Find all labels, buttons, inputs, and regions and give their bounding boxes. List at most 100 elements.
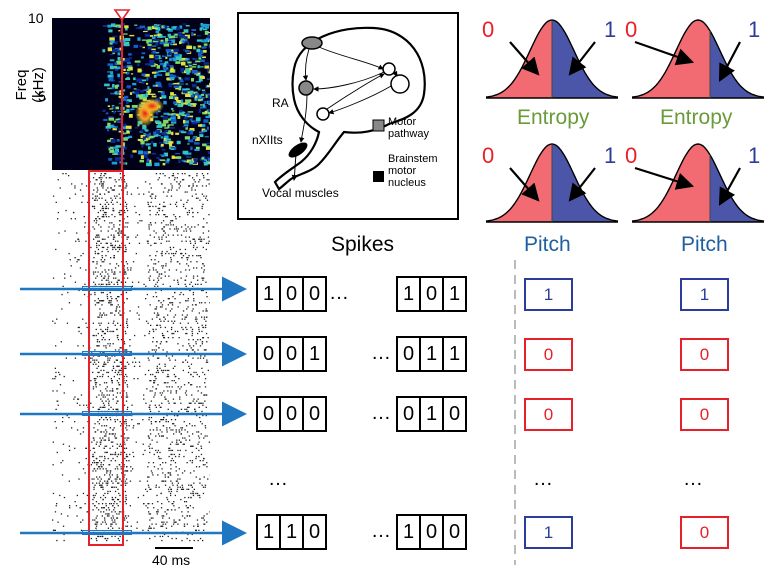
- spike-dot: [116, 388, 118, 390]
- spike-dot: [95, 525, 98, 527]
- spike-dot: [52, 492, 55, 495]
- spectrogram-pixel: [112, 84, 115, 88]
- spike-dot: [185, 228, 187, 230]
- spike-dot: [195, 197, 198, 199]
- spike-dot: [190, 484, 192, 486]
- spike-dot: [173, 228, 176, 230]
- spectrogram-pixel: [154, 70, 160, 73]
- spectrogram-pixel: [163, 112, 170, 115]
- spike-dot: [149, 525, 151, 527]
- spike-dot: [80, 507, 82, 509]
- spike-dot: [156, 324, 158, 326]
- spectrogram-pixel: [105, 98, 108, 102]
- spectrogram-pixel: [171, 121, 177, 124]
- spike-dot: [67, 515, 69, 517]
- dist-arrow-one: [568, 167, 596, 202]
- spike-dot: [85, 269, 87, 271]
- spike-dot: [116, 373, 119, 376]
- spectrogram-pixel: [122, 33, 128, 35]
- spike-dot: [121, 396, 123, 398]
- spike-dot: [78, 289, 80, 292]
- spectrogram-pixel: [161, 155, 164, 157]
- spike-dot: [192, 490, 194, 493]
- spike-dot: [106, 328, 109, 331]
- spike-dot: [76, 261, 78, 263]
- spike-dot: [101, 261, 103, 263]
- spike-dot: [204, 523, 206, 525]
- spike-dot: [94, 250, 96, 253]
- spike-dot: [162, 369, 164, 372]
- spike-dot: [90, 402, 92, 404]
- spike-dot: [59, 494, 61, 497]
- spike-dot: [180, 488, 183, 490]
- spike-dot: [62, 525, 65, 527]
- spike-dot: [109, 263, 111, 265]
- spectrogram-pixel: [191, 70, 198, 74]
- spectrogram-pixel: [118, 95, 122, 98]
- spike-dot: [185, 326, 187, 329]
- spike-dot: [125, 392, 128, 394]
- spectrogram-pixel: [117, 61, 123, 65]
- spike-dot: [148, 476, 150, 478]
- spike-dot: [121, 472, 123, 474]
- spectrogram-pixel: [185, 126, 188, 130]
- spike-dot: [199, 339, 202, 341]
- spike-dot: [166, 513, 168, 515]
- spectrogram-pixel: [201, 97, 205, 99]
- spike-dot: [92, 355, 95, 357]
- spike-dot: [136, 312, 138, 314]
- spike-dot: [206, 199, 209, 201]
- spike-dot: [195, 476, 197, 478]
- spike-dot: [174, 216, 177, 218]
- spike-dot: [172, 398, 175, 400]
- spike-dot: [191, 332, 194, 335]
- spike-dot: [117, 400, 119, 402]
- spike-dot: [168, 275, 170, 277]
- spike-dot: [101, 394, 103, 396]
- spike-dot: [168, 490, 170, 493]
- spike-dot: [149, 527, 151, 529]
- spike-dot: [171, 326, 173, 329]
- spike-dot: [102, 507, 105, 509]
- spike-dot: [185, 501, 188, 503]
- spike-dot: [174, 462, 177, 464]
- spike-dot: [130, 470, 132, 472]
- spectrogram-pixel: [110, 71, 114, 75]
- spike-dot: [115, 408, 117, 410]
- spike-dot: [161, 255, 163, 257]
- spike-dot: [116, 447, 118, 449]
- spike-dot: [94, 300, 96, 302]
- spike-dot: [166, 427, 168, 429]
- spike-dot: [80, 529, 83, 531]
- bit-cell: 1: [396, 276, 421, 312]
- spike-dot: [176, 414, 178, 417]
- spike-dot: [151, 390, 153, 392]
- spike-dot: [172, 173, 174, 175]
- spike-dot: [59, 373, 61, 376]
- spike-dot: [149, 488, 151, 490]
- spike-dot: [100, 369, 102, 372]
- spectrogram-pixel: [143, 133, 147, 135]
- spectrogram-pixel: [160, 39, 164, 42]
- spectrogram-pixel: [201, 157, 205, 160]
- dist-label-one: 1: [604, 143, 617, 168]
- spike-dot: [54, 322, 56, 324]
- spike-dot: [93, 460, 95, 462]
- bit-cell: 1: [396, 514, 421, 550]
- dist-top-left-class0-area: [486, 20, 552, 98]
- spike-dot: [168, 240, 170, 242]
- spike-dot: [152, 341, 154, 343]
- spike-dot: [158, 273, 160, 275]
- spike-dot: [194, 242, 196, 244]
- spike-dot: [193, 488, 195, 490]
- spectrogram-pixel: [114, 157, 121, 161]
- spike-dot: [158, 457, 160, 460]
- spike-dot: [206, 310, 208, 312]
- spike-dot: [176, 441, 178, 443]
- spike-dot: [111, 486, 113, 488]
- spectrogram-pixel: [155, 81, 161, 85]
- spike-dot: [174, 509, 176, 511]
- spike-dot: [120, 435, 122, 437]
- spike-dot: [206, 222, 208, 224]
- spectrogram-pixel: [202, 143, 207, 147]
